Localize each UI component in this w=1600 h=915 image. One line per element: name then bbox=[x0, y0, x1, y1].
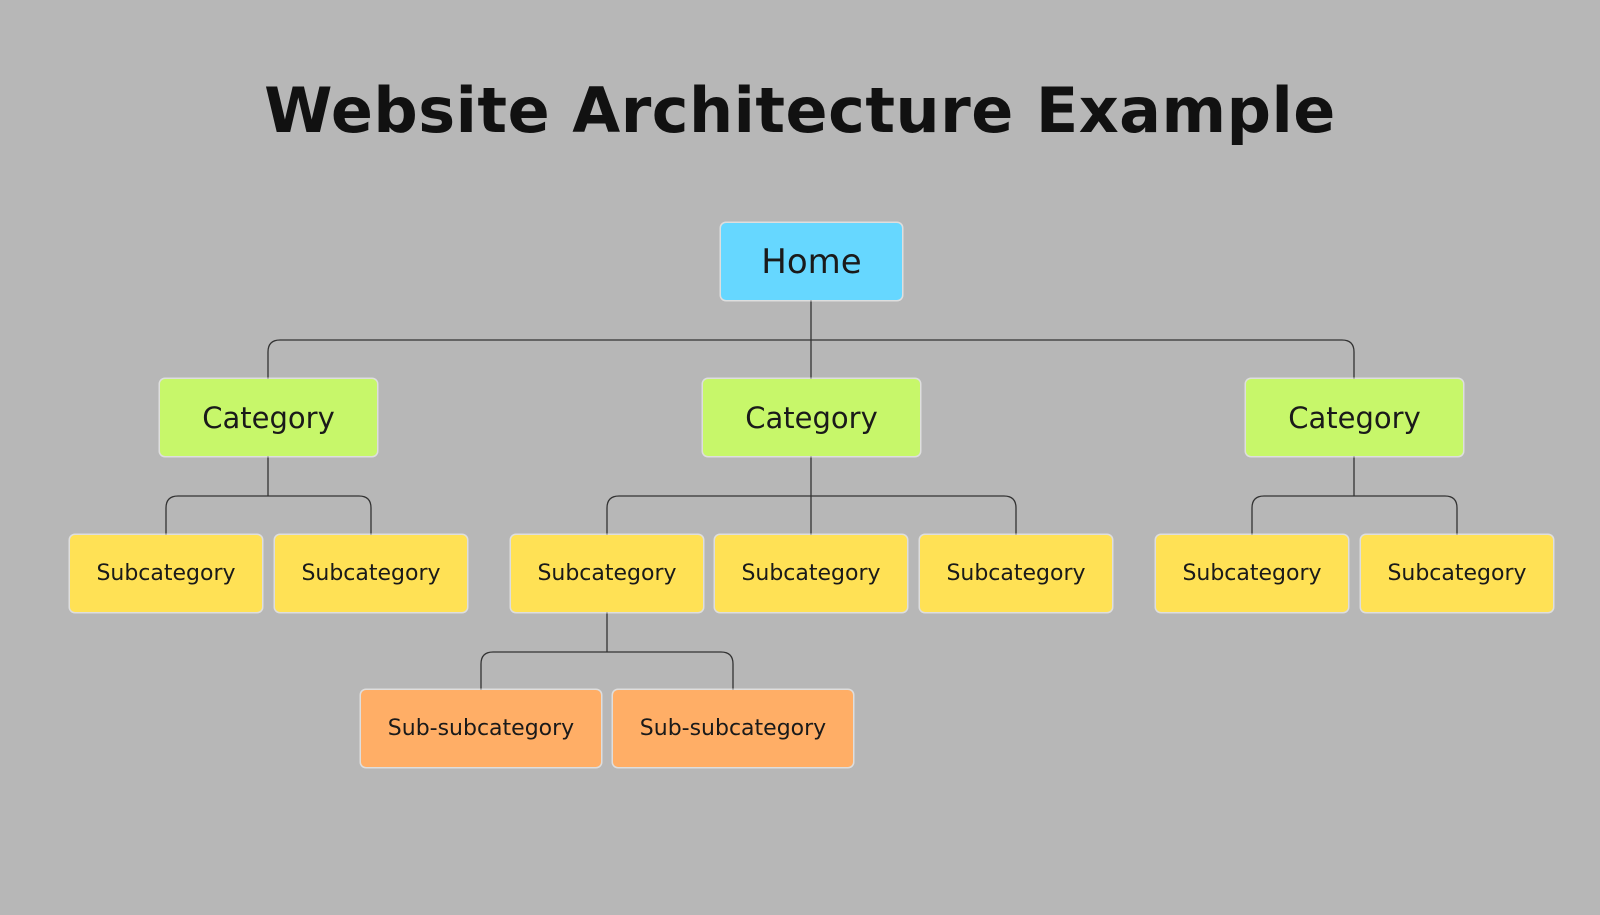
subcategory-label: Subcategory bbox=[1387, 561, 1527, 586]
diagram-title: Website Architecture Example bbox=[264, 74, 1336, 147]
subcategory-node-6: Subcategory bbox=[1156, 535, 1348, 612]
home-node: Home bbox=[721, 223, 902, 300]
connector-sub-3-to-subsub-2 bbox=[607, 651, 734, 690]
subcategory-node-2: Subcategory bbox=[275, 535, 467, 612]
subcategory-label: Subcategory bbox=[946, 561, 1086, 586]
subcategory-node-3: Subcategory bbox=[511, 535, 703, 612]
connector-home-to-category-1 bbox=[267, 339, 811, 379]
subcategory-label: Subcategory bbox=[301, 561, 441, 586]
category-label: Category bbox=[1288, 400, 1421, 435]
category-node-1: Category bbox=[160, 379, 377, 456]
subcategory-node-1: Subcategory bbox=[70, 535, 262, 612]
subcategory-node-4: Subcategory bbox=[715, 535, 907, 612]
category-label: Category bbox=[202, 400, 335, 435]
connector-sub-3-to-subsub-1 bbox=[480, 651, 607, 690]
subcategory-label: Subcategory bbox=[1182, 561, 1322, 586]
sub-subcategory-label: Sub-subcategory bbox=[639, 716, 827, 741]
home-label: Home bbox=[761, 241, 862, 282]
category-node-2: Category bbox=[703, 379, 920, 456]
subcategory-node-7: Subcategory bbox=[1361, 535, 1553, 612]
sub-subcategory-node-1: Sub-subcategory bbox=[361, 690, 601, 767]
connector-category-1-to-sub-1 bbox=[165, 495, 268, 535]
subcategory-label: Subcategory bbox=[741, 561, 881, 586]
subcategory-label: Subcategory bbox=[537, 561, 677, 586]
category-node-3: Category bbox=[1246, 379, 1463, 456]
connector-category-1-to-sub-2 bbox=[268, 495, 372, 535]
sub-subcategory-node-2: Sub-subcategory bbox=[613, 690, 853, 767]
connector-category-3-to-sub-6 bbox=[1251, 495, 1354, 535]
connector-category-3-to-sub-7 bbox=[1354, 495, 1458, 535]
sub-subcategory-label: Sub-subcategory bbox=[387, 716, 575, 741]
subcategory-label: Subcategory bbox=[96, 561, 236, 586]
connector-category-2-to-sub-3 bbox=[606, 495, 811, 535]
subcategory-node-5: Subcategory bbox=[920, 535, 1112, 612]
connector-category-2-to-sub-5 bbox=[811, 495, 1017, 535]
connector-home-to-category-3 bbox=[811, 339, 1355, 379]
category-label: Category bbox=[745, 400, 878, 435]
